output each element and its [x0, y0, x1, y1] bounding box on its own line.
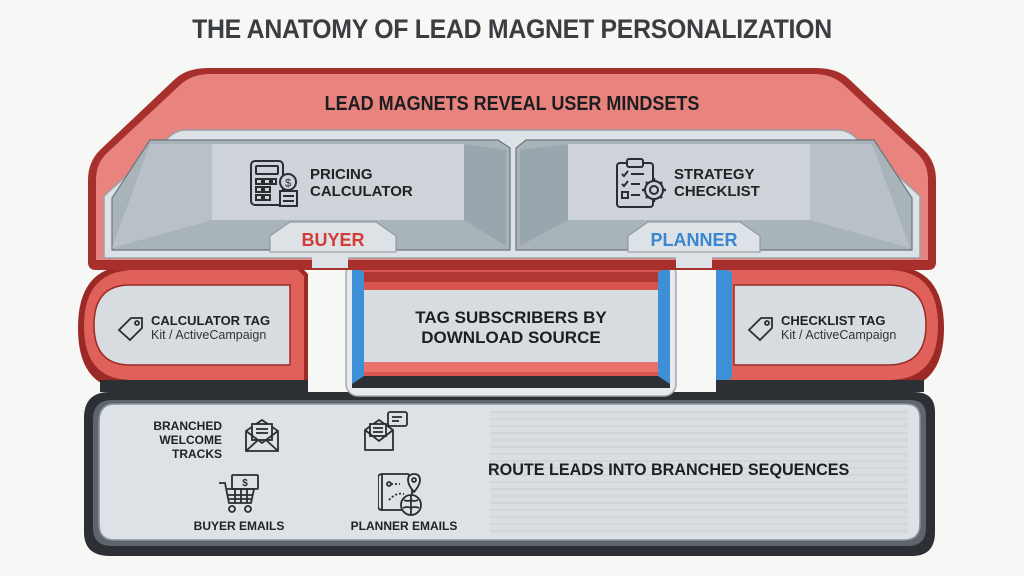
checklist-tag-title: CHECKLIST TAG	[781, 313, 886, 328]
map-brain-icon	[377, 470, 424, 516]
route-leads-text: ROUTE LEADS INTO BRANCHED SEQUENCES	[488, 460, 850, 479]
bottom-layer-frame	[84, 392, 935, 556]
calculator-tag-title: CALCULATOR TAG	[151, 313, 271, 328]
buyer-emails-label: BUYER EMAILS	[193, 519, 285, 533]
shopping-cart-cash-icon: $	[218, 473, 262, 515]
pricing-calculator-label: PRICING CALCULATOR	[310, 166, 413, 200]
persona-buyer: BUYER	[301, 230, 365, 250]
envelope-chat-icon	[362, 410, 410, 454]
planner-emails-label: PLANNER EMAILS	[350, 519, 458, 533]
envelope-open-icon	[243, 416, 281, 454]
branched-welcome-tracks: BRANCHED WELCOME TRACKS	[153, 419, 222, 461]
checklist-tag: CHECKLIST TAG Kit / ActiveCampaign	[781, 313, 896, 343]
clipboard-gear-icon	[614, 156, 668, 210]
middle-right-frame	[716, 266, 944, 392]
strategy-checklist-label: STRATEGY CHECKLIST	[674, 166, 760, 200]
middle-center-frame	[345, 261, 677, 397]
page-title: THE ANATOMY OF LEAD MAGNET PERSONALIZATI…	[192, 14, 832, 44]
calculator-tag-subtitle: Kit / ActiveCampaign	[151, 328, 267, 342]
tag-icon	[116, 312, 146, 342]
top-banner: LEAD MAGNETS REVEAL USER MINDSETS	[324, 93, 700, 115]
calculator-dollar-icon: $	[248, 158, 300, 210]
svg-text:$: $	[242, 478, 248, 489]
tag-subscribers-text: TAG SUBSCRIBERS BY DOWNLOAD SOURCE	[415, 308, 607, 347]
calculator-tag: CALCULATOR TAG Kit / ActiveCampaign	[151, 313, 270, 343]
persona-planner: PLANNER	[650, 230, 738, 250]
svg-text:$: $	[285, 178, 291, 190]
planner-card-frame	[515, 139, 913, 253]
middle-left-frame	[78, 266, 308, 392]
buyer-card-frame	[111, 139, 511, 253]
checklist-tag-subtitle: Kit / ActiveCampaign	[781, 328, 897, 342]
tag-icon	[746, 312, 776, 342]
